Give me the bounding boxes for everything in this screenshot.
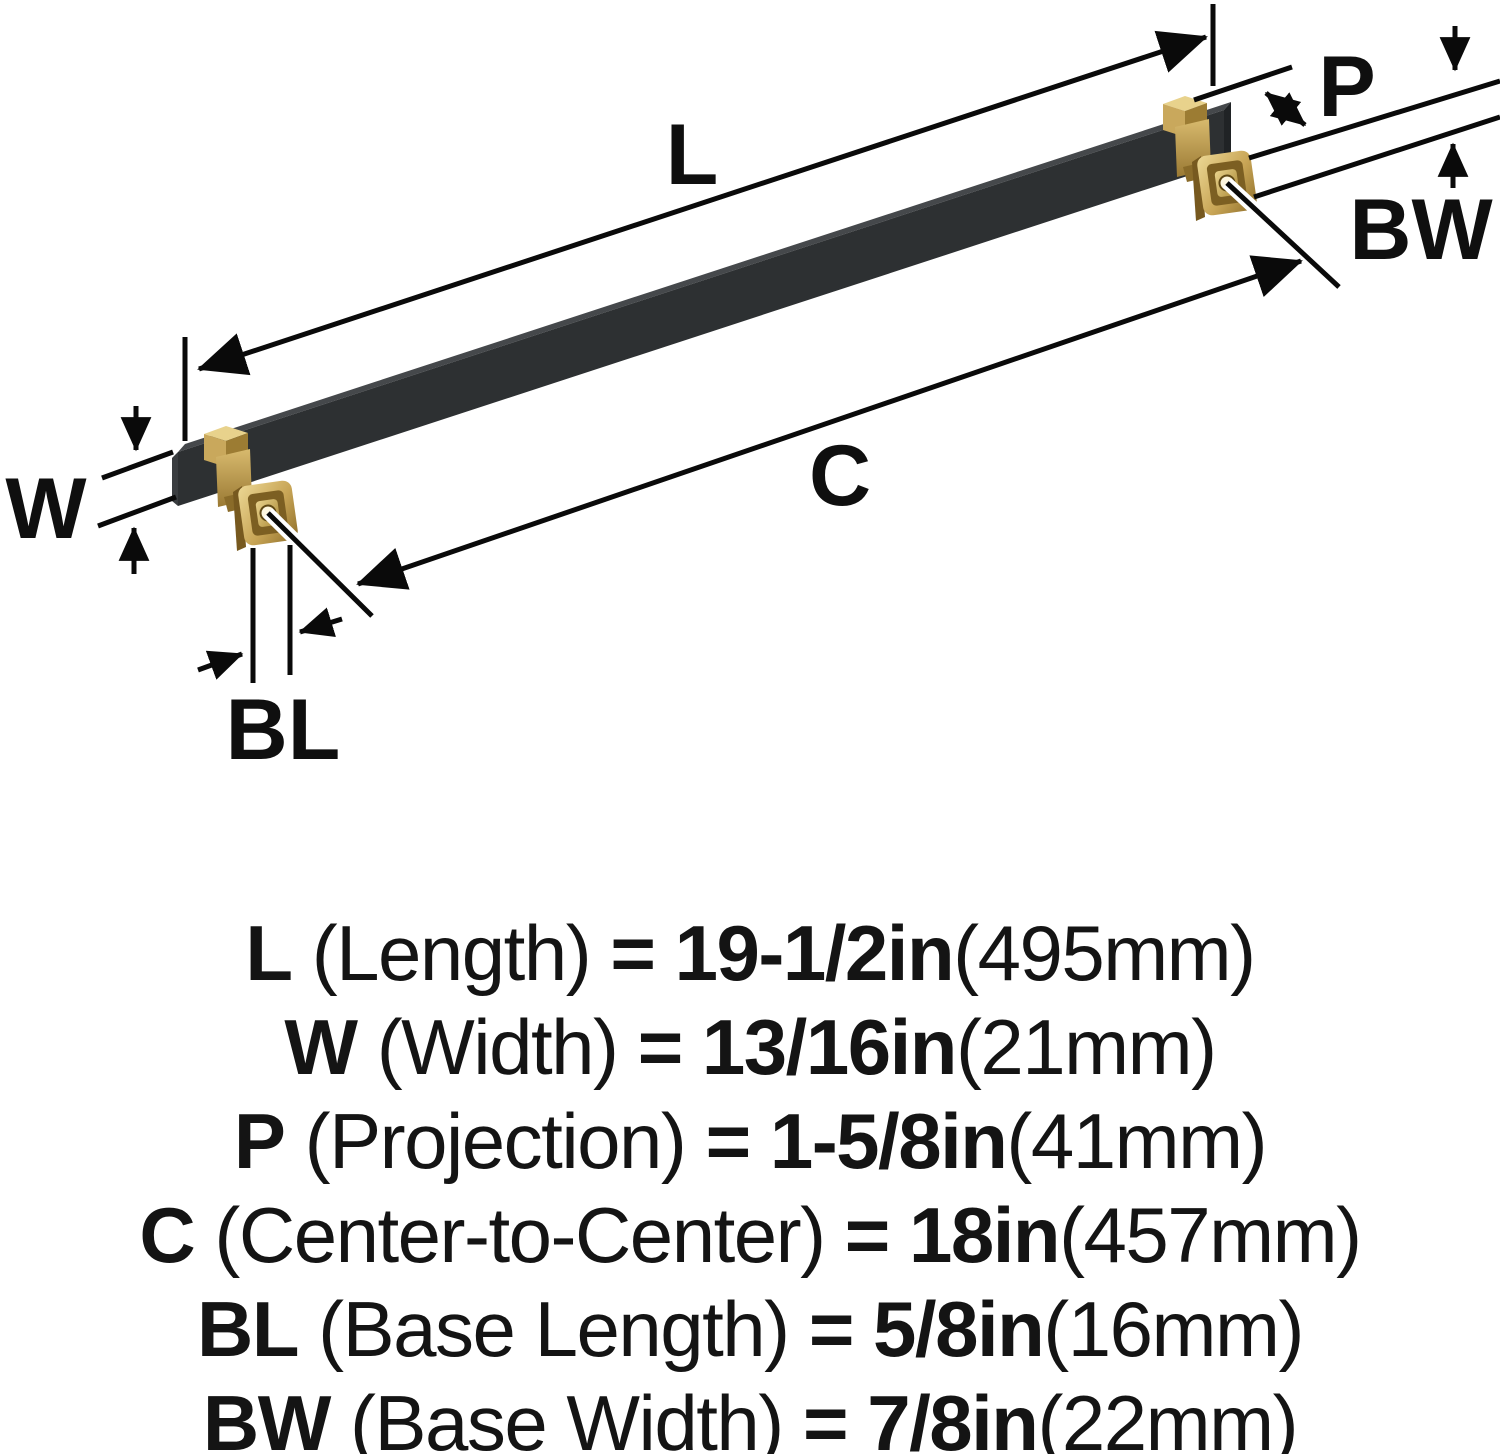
spec-line-center-to-center: C (Center-to-Center) = 18in(457mm) <box>0 1188 1500 1282</box>
spec-metric: (495mm) <box>953 909 1256 997</box>
P-reference-line-bottom <box>1248 78 1500 161</box>
spec-name: (Width) <box>376 1003 619 1091</box>
spec-name: (Base Width) <box>350 1379 784 1454</box>
spec-value: = 13/16in <box>637 1003 958 1091</box>
spec-code: P <box>233 1097 286 1185</box>
spec-code: BW <box>202 1379 331 1454</box>
spec-metric: (21mm) <box>955 1003 1217 1091</box>
label-BW: BW <box>1349 182 1493 278</box>
spec-metric: (457mm) <box>1059 1191 1362 1279</box>
spec-line-projection: P (Projection) = 1-5/8in(41mm) <box>0 1094 1500 1188</box>
dimension-W-lines <box>97 406 177 574</box>
label-P: P <box>1318 39 1375 135</box>
spec-line-base-length: BL (Base Length) = 5/8in(16mm) <box>0 1282 1500 1376</box>
W-hash-bottom <box>97 494 177 529</box>
spec-metric: (22mm) <box>1037 1379 1298 1454</box>
bar-left-end-face <box>172 452 178 506</box>
bar-right-end-face <box>1224 102 1231 164</box>
dimension-BW-lines <box>1253 26 1500 200</box>
spec-metric: (16mm) <box>1043 1285 1304 1373</box>
spec-value: = 7/8in <box>802 1379 1039 1454</box>
W-hash-top <box>101 449 174 481</box>
BW-reference-line <box>1253 114 1500 200</box>
spec-code: L <box>245 909 293 997</box>
spec-metric: (41mm) <box>1006 1097 1267 1185</box>
P-reference-line-top <box>1193 64 1293 103</box>
label-BL: BL <box>226 682 341 778</box>
P-double-arrow <box>1264 91 1307 127</box>
spec-line-width: W (Width) = 13/16in(21mm) <box>0 1000 1500 1094</box>
spec-code: W <box>284 1003 358 1091</box>
spec-code: C <box>139 1191 195 1279</box>
spec-line-length: L (Length) = 19-1/2in(495mm) <box>0 906 1500 1000</box>
C-leader-left <box>266 511 374 618</box>
dimension-C-lines <box>263 178 1344 621</box>
C-leader-right <box>1225 181 1341 289</box>
BL-arrow-right <box>197 650 244 680</box>
BL-arrow-left <box>298 607 343 637</box>
spec-value: = 18in <box>844 1191 1061 1279</box>
dimension-P-lines <box>1193 64 1500 161</box>
dimension-L-lines <box>182 4 1216 441</box>
spec-name: (Projection) <box>304 1097 687 1185</box>
spec-value: = 5/8in <box>808 1285 1045 1373</box>
spec-list: L (Length) = 19-1/2in(495mm) W (Width) =… <box>0 906 1500 1454</box>
spec-code: BL <box>197 1285 299 1373</box>
spec-name: (Base Length) <box>318 1285 790 1373</box>
spec-value: = 19-1/2in <box>610 909 954 997</box>
spec-value: = 1-5/8in <box>705 1097 1008 1185</box>
label-L: L <box>666 107 719 203</box>
spec-name: (Length) <box>311 909 592 997</box>
C-dimension-line <box>356 255 1303 590</box>
spec-name: (Center-to-Center) <box>214 1191 826 1279</box>
dimension-BL-lines <box>197 545 343 683</box>
label-W: W <box>5 461 87 557</box>
spec-line-base-width: BW (Base Width) = 7/8in(22mm) <box>0 1376 1500 1454</box>
label-C: C <box>809 428 871 524</box>
